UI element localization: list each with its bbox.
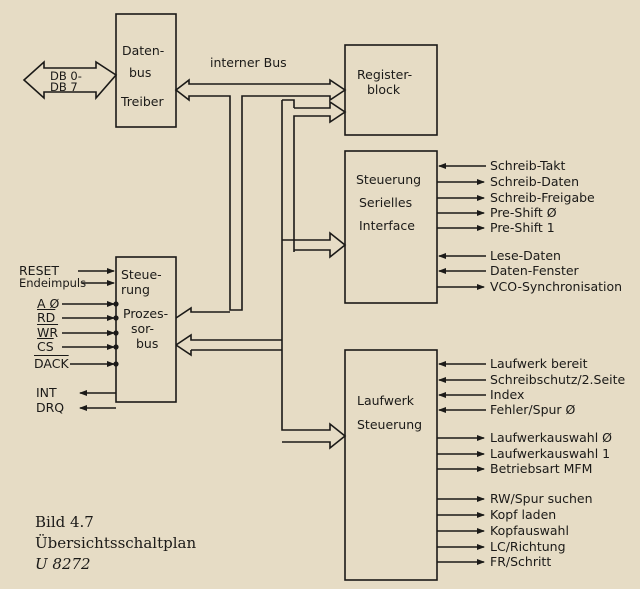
signal-reset: RESET bbox=[19, 263, 60, 278]
bus-to-prozessor-upper bbox=[175, 306, 230, 319]
register-line1: Register- bbox=[357, 67, 413, 82]
signal-a0: A Ø bbox=[37, 296, 60, 311]
serielles-interface-block bbox=[344, 150, 438, 304]
signal-laufwerk-bereit: Laufwerk bereit bbox=[490, 356, 588, 371]
seriell-line1: Steuerung bbox=[356, 172, 422, 187]
signal-pre-shift-0: Pre-Shift Ø bbox=[490, 205, 557, 220]
signal-betriebsart: Betriebsart MFM bbox=[490, 461, 593, 476]
signal-endeimpuls: Endeimpuls bbox=[19, 276, 87, 290]
signal-pre-shift-1: Pre-Shift 1 bbox=[490, 220, 555, 235]
signal-drq: DRQ bbox=[36, 400, 65, 415]
signal-lc-richtung: LC/Richtung bbox=[490, 539, 566, 554]
signal-wr: WR bbox=[37, 325, 59, 340]
signal-schreib-takt: Schreib-Takt bbox=[490, 158, 566, 173]
signal-index: Index bbox=[490, 387, 525, 402]
signal-schreib-freigabe: Schreib-Freigabe bbox=[490, 190, 595, 205]
caption-bild: Bild 4.7 bbox=[35, 513, 94, 531]
signal-laufwerkauswahl-0: Laufwerkauswahl Ø bbox=[490, 430, 612, 445]
signal-laufwerkauswahl-1: Laufwerkauswahl 1 bbox=[490, 446, 611, 461]
signal-int: INT bbox=[36, 385, 57, 400]
seriell-line3: Interface bbox=[359, 218, 415, 233]
db-label-bottom: DB 7 bbox=[50, 80, 78, 94]
signal-daten-fenster: Daten-Fenster bbox=[490, 263, 579, 278]
signal-rw-spur: RW/Spur suchen bbox=[490, 491, 593, 506]
db-label-top: DB 0- bbox=[50, 69, 82, 83]
prozessor-line3: Prozes- bbox=[123, 306, 169, 321]
datenbus-treiber-block bbox=[115, 13, 177, 128]
register-line2: block bbox=[367, 82, 401, 97]
db-bus-arrow bbox=[22, 60, 118, 101]
datenbus-line2: bus bbox=[129, 65, 152, 80]
signal-vco-synchronisation: VCO-Synchronisation bbox=[490, 279, 623, 294]
signal-kopf-laden: Kopf laden bbox=[490, 507, 557, 522]
signal-cs: CS bbox=[37, 339, 54, 354]
internal-bus-to-register bbox=[282, 99, 347, 252]
signal-schreibschutz: Schreibschutz/2.Seite bbox=[490, 372, 626, 387]
prozessorbus-block bbox=[115, 256, 177, 403]
bus-to-prozessor-lower bbox=[175, 333, 282, 357]
laufwerk-line2: Steuerung bbox=[357, 417, 423, 432]
caption-chip: U 8272 bbox=[35, 555, 91, 573]
prozessor-line2: rung bbox=[121, 282, 150, 297]
signal-dack: DACK bbox=[34, 356, 69, 371]
prozessor-line1: Steue- bbox=[121, 267, 162, 282]
datenbus-line1: Daten- bbox=[122, 43, 165, 58]
signal-schreib-daten: Schreib-Daten bbox=[490, 174, 580, 189]
internal-bus-label: interner Bus bbox=[210, 55, 287, 70]
datenbus-line3: Treiber bbox=[121, 94, 164, 109]
internal-bus-branch bbox=[281, 100, 347, 450]
seriell-line2: Serielles bbox=[359, 195, 413, 210]
signal-fehler-spur: Fehler/Spur Ø bbox=[490, 402, 576, 417]
caption-title: Übersichtsschaltplan bbox=[35, 534, 197, 552]
prozessor-line5: bus bbox=[136, 336, 159, 351]
prozessor-line4: sor- bbox=[131, 321, 155, 336]
signal-kopfauswahl: Kopfauswahl bbox=[490, 523, 569, 538]
signal-lese-daten: Lese-Daten bbox=[490, 248, 561, 263]
signal-rd: RD bbox=[37, 310, 56, 325]
internal-bus-top bbox=[174, 78, 347, 311]
laufwerk-line1: Laufwerk bbox=[357, 393, 415, 408]
internal-bus-to-serial bbox=[282, 231, 347, 259]
laufwerk-steuerung-block bbox=[344, 349, 438, 581]
signal-fr-schritt: FR/Schritt bbox=[490, 554, 552, 569]
